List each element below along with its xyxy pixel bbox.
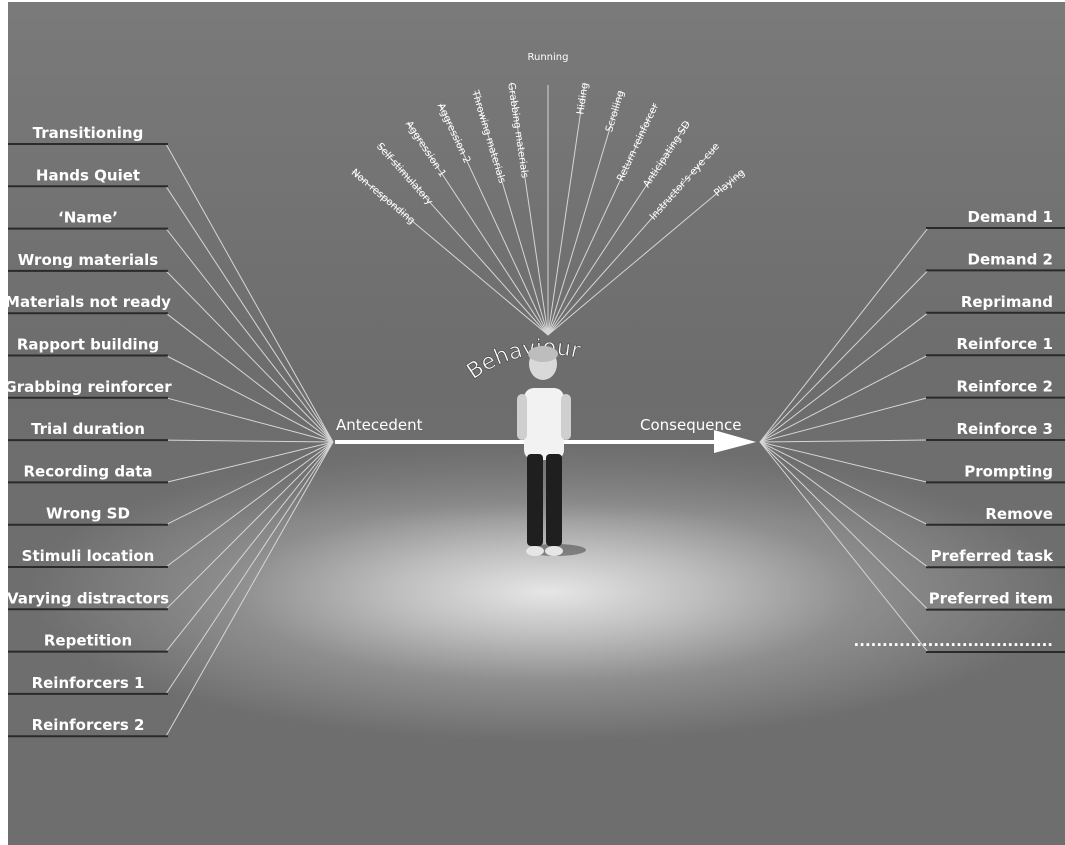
antecedent-ray xyxy=(165,270,334,443)
standing-child-figure-icon xyxy=(517,346,586,556)
consequence-reinforce-1: Reinforce 1 xyxy=(957,335,1054,353)
antecedent-ray xyxy=(165,312,334,443)
antecedent-name: ‘Name’ xyxy=(58,209,118,227)
behaviour-instructor-s-eye-cue: Instructor's eye cue xyxy=(648,141,722,222)
behaviour-scrolling: Scrolling xyxy=(604,89,627,133)
behaviour-ray xyxy=(547,170,744,336)
behaviour-ray xyxy=(439,103,549,336)
behaviour-ray xyxy=(547,121,689,336)
antecedent-ray xyxy=(165,143,334,443)
consequence-dots: ................................... xyxy=(854,632,1053,650)
consequence-ray xyxy=(759,397,929,443)
antecedent-label: Antecedent xyxy=(336,416,423,434)
diagram-background: Antecedent Consequence Behaviour Trans xyxy=(8,2,1065,845)
antecedent-stimuli-location: Stimuli location xyxy=(22,547,155,565)
behaviour-ray xyxy=(547,90,622,336)
behaviour-hiding: Hiding xyxy=(575,82,591,115)
behaviour-ray xyxy=(407,121,549,336)
antecedent-ray xyxy=(165,228,334,443)
consequence-ray xyxy=(759,354,929,443)
antecedent-repetition: Repetition xyxy=(44,632,132,650)
behaviour-title: Behaviour xyxy=(462,335,583,384)
behaviour-ray xyxy=(378,144,549,336)
antecedent-ray xyxy=(165,441,334,610)
antecedent-hands-quiet: Hands Quiet xyxy=(36,166,140,184)
consequence-label: Consequence xyxy=(640,416,741,434)
antecedent-trial-duration: Trial duration xyxy=(31,420,145,438)
antecedent-wrong-materials: Wrong materials xyxy=(18,251,159,269)
antecedent-materials-not-ready: Materials not ready xyxy=(8,293,171,311)
antecedent-ray xyxy=(165,441,334,483)
behaviour-ray xyxy=(547,144,718,336)
antecedent-ray xyxy=(165,439,334,443)
behaviour-ray xyxy=(352,170,549,336)
antecedent-ray xyxy=(165,441,334,526)
consequence-ray xyxy=(759,441,929,526)
antecedent-ray xyxy=(165,186,334,443)
antecedent-wrong-sd: Wrong SD xyxy=(46,505,130,523)
behaviour-grabbing-materials: Grabbing materials xyxy=(505,82,530,179)
arrow-head xyxy=(714,430,756,453)
abc-diagram: Antecedent Consequence Behaviour Trans xyxy=(8,52,1065,738)
behaviour-playing: Playing xyxy=(712,167,747,199)
behaviour-throwing-materials: Throwing materials xyxy=(469,88,507,184)
antecedent-rapport-building: Rapport building xyxy=(17,336,159,354)
consequence-ray xyxy=(759,312,929,443)
consequence-ray xyxy=(759,441,929,568)
antecedent-ray xyxy=(165,441,334,568)
antecedent-reinforcers-1: Reinforcers 1 xyxy=(32,674,145,692)
consequence-ray xyxy=(759,441,929,610)
consequence-ray xyxy=(759,441,929,483)
antecedent-rays xyxy=(165,143,334,737)
behaviour-rays xyxy=(352,82,744,336)
consequence-prompting: Prompting xyxy=(964,462,1053,480)
antecedent-grabbing-reinforcer: Grabbing reinforcer xyxy=(8,378,172,396)
antecedent-transitioning: Transitioning xyxy=(33,124,144,142)
consequence-reprimand: Reprimand xyxy=(961,293,1053,311)
consequence-ray xyxy=(759,439,929,443)
antecedent-recording-data: Recording data xyxy=(24,462,153,480)
consequence-preferred-task: Preferred task xyxy=(931,547,1054,565)
behaviour-ray xyxy=(547,103,657,336)
antecedent-ray xyxy=(165,397,334,443)
consequence-reinforce-2: Reinforce 2 xyxy=(957,378,1054,396)
consequence-demand-2: Demand 2 xyxy=(968,250,1053,268)
consequence-preferred-item: Preferred item xyxy=(929,590,1053,608)
consequence-reinforce-3: Reinforce 3 xyxy=(957,420,1054,438)
behaviour-ray xyxy=(474,90,549,336)
consequence-demand-1: Demand 1 xyxy=(968,208,1053,226)
antecedent-reinforcers-2: Reinforcers 2 xyxy=(32,716,145,734)
behaviour-aggression-2: Aggression 2 xyxy=(435,102,472,165)
antecedent-ray xyxy=(165,441,334,652)
consequence-ray xyxy=(759,227,929,443)
antecedent-ray xyxy=(165,355,334,443)
consequence-ray xyxy=(759,270,929,443)
behaviour-ray xyxy=(510,82,549,336)
behaviour-running: Running xyxy=(528,52,569,63)
antecedent-ray xyxy=(165,441,334,737)
behaviour-ray xyxy=(547,82,586,336)
antecedent-varying-distractors: Varying distractors xyxy=(8,589,169,607)
consequence-remove: Remove xyxy=(985,505,1053,523)
consequence-ray xyxy=(759,441,929,653)
behaviour-aggression-1: Aggression 1 xyxy=(403,119,448,179)
consequence-rays xyxy=(759,227,929,653)
antecedent-ray xyxy=(165,441,334,695)
